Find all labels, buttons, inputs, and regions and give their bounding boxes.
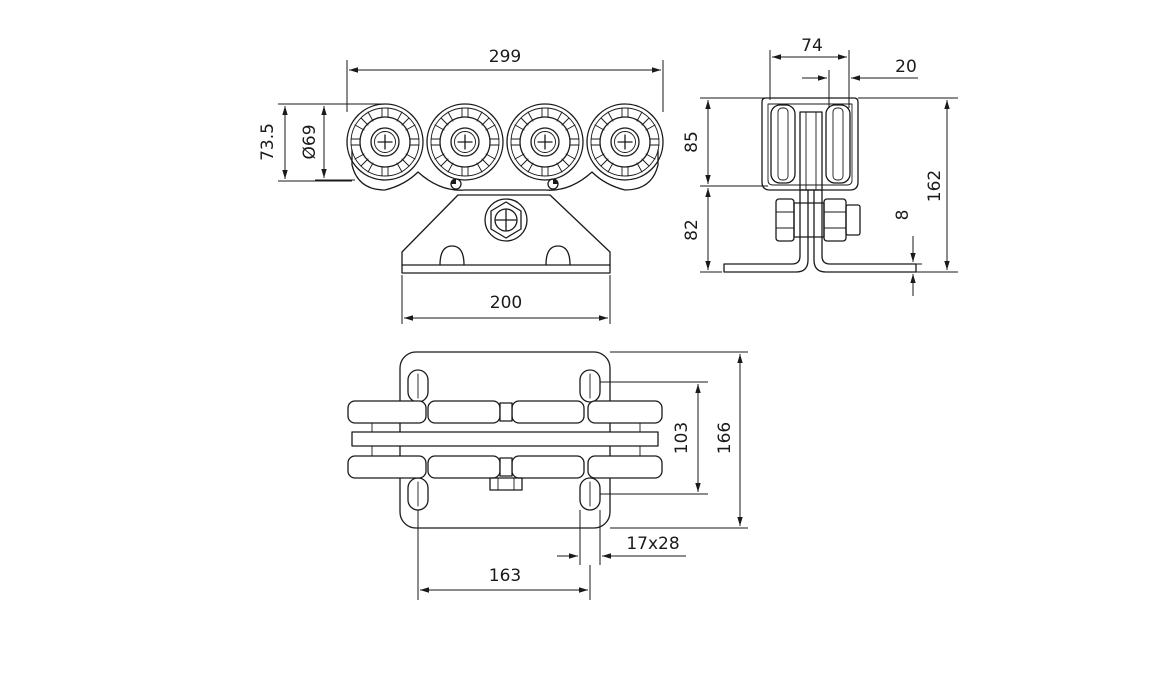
dim-side-lower: 82 (682, 219, 702, 241)
front-view: 299 73.5 Ø69 200 (258, 47, 664, 324)
dim-top-total: 166 (715, 422, 735, 454)
dim-slot-size: 17x28 (626, 534, 679, 554)
dim-base-width: 200 (490, 293, 522, 313)
dim-front-height: 73.5 (258, 123, 278, 161)
dim-plate-thickness: 8 (893, 210, 913, 221)
dim-side-width: 74 (801, 36, 823, 56)
dim-wheel-diameter: Ø69 (300, 124, 320, 159)
front-wheel-2 (426, 103, 504, 181)
side-view: 74 20 85 82 162 8 (682, 36, 958, 296)
dim-hole-spacing: 163 (489, 566, 521, 586)
dim-top-inner: 103 (672, 422, 692, 454)
dim-front-width: 299 (489, 47, 521, 67)
fastener-left-icon (450, 178, 462, 190)
top-view: 103 166 17x28 163 (347, 351, 748, 600)
front-wheel-3 (506, 103, 584, 181)
front-wheel-1 (346, 103, 424, 181)
fastener-right-icon (547, 178, 559, 190)
front-wheel-4 (586, 103, 664, 181)
dim-side-total: 162 (925, 170, 945, 202)
dim-side-upper: 85 (682, 131, 702, 153)
dim-side-offset: 20 (895, 57, 917, 77)
